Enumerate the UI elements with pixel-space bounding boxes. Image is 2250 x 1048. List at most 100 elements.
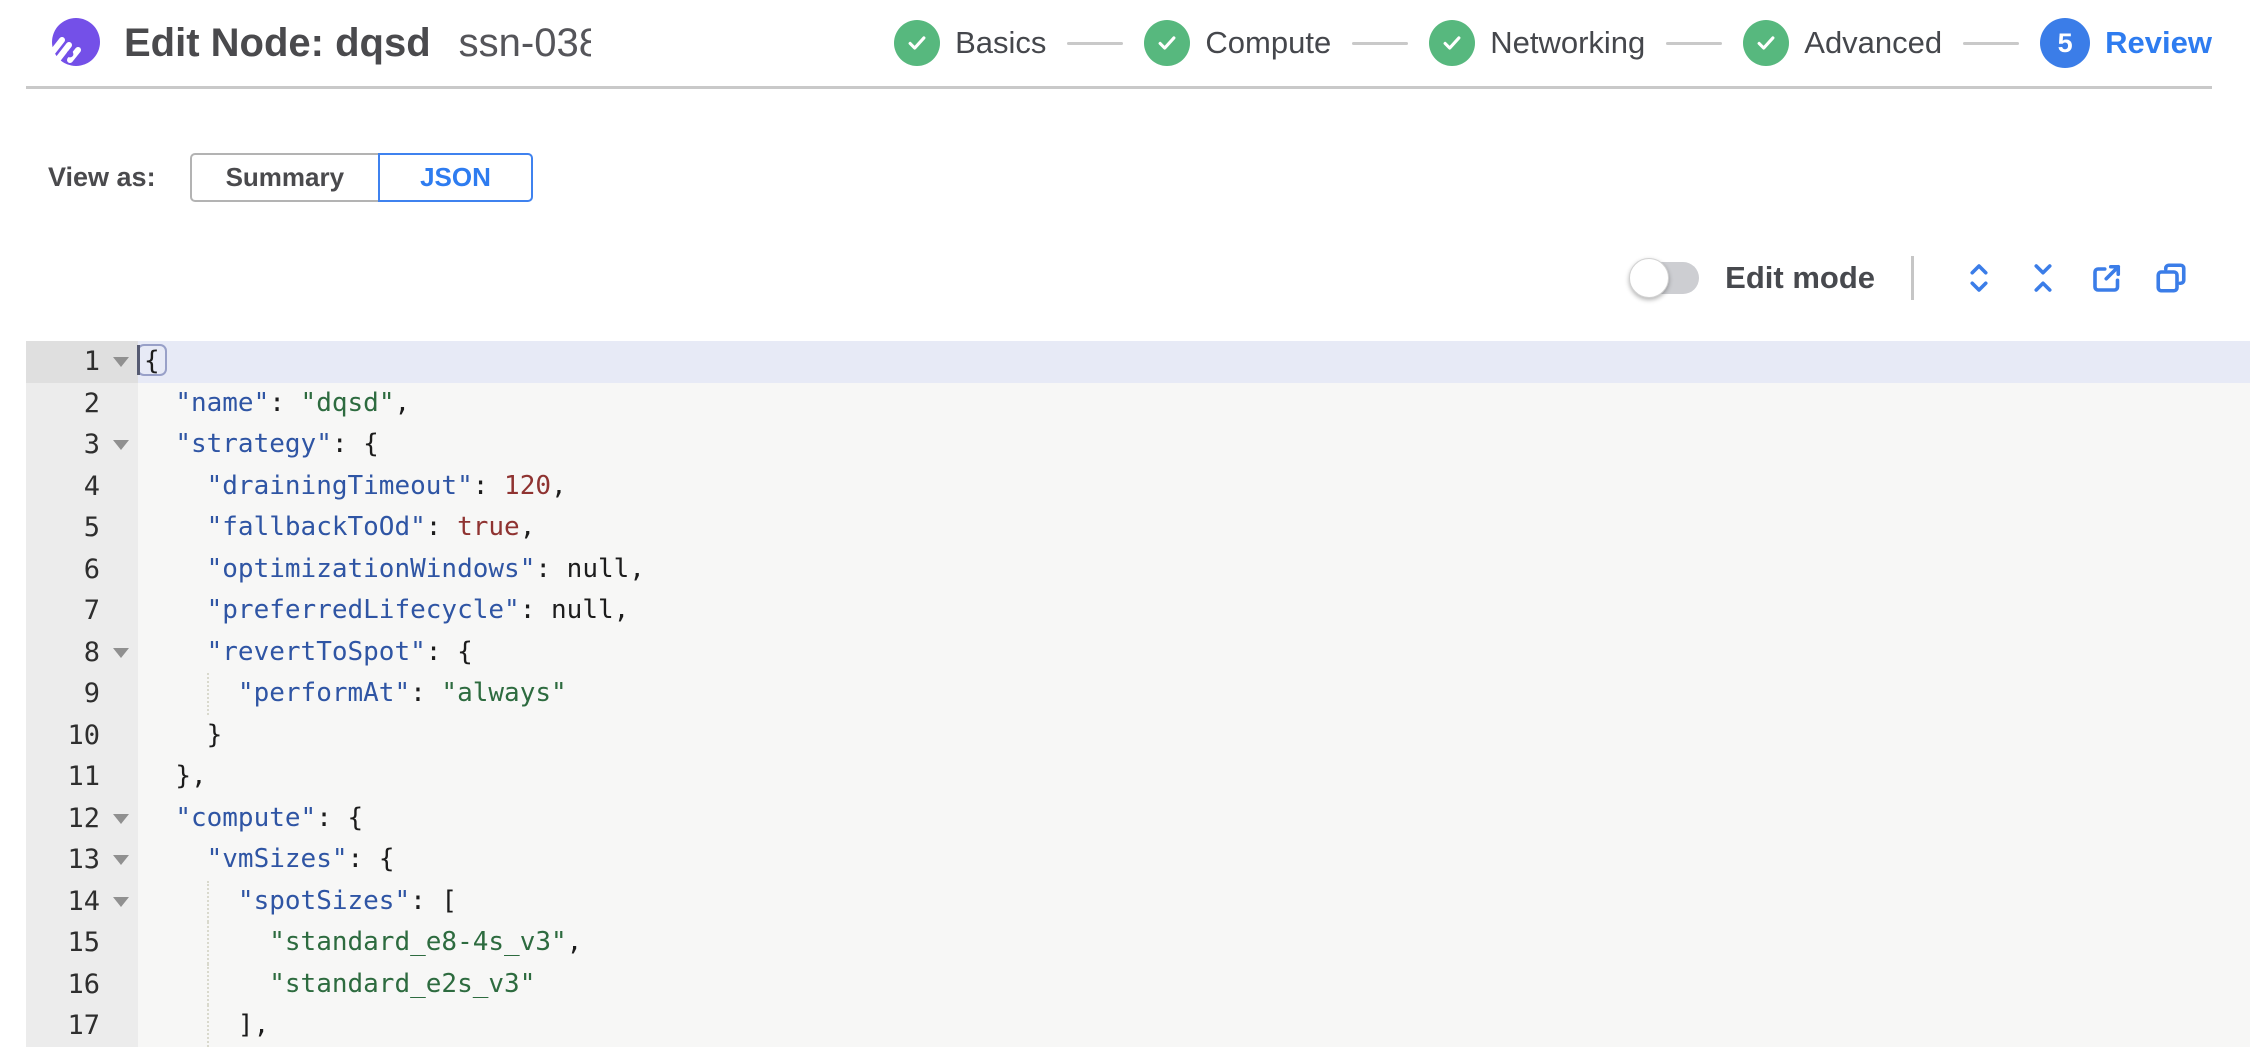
edit-mode-toggle[interactable] <box>1629 258 1700 298</box>
code-line-content[interactable]: "name": "dqsd", <box>175 387 411 418</box>
view-as-row: View as: Summary JSON <box>48 153 2250 202</box>
fold-arrow-icon[interactable] <box>113 896 129 907</box>
view-as-toggle-group: Summary JSON <box>189 153 533 202</box>
wizard-step-compute[interactable]: Compute <box>1144 20 1331 66</box>
spot-logo-icon <box>48 18 100 66</box>
step-connector <box>1067 41 1124 45</box>
line-number: 7 <box>26 590 138 632</box>
fold-arrow-icon[interactable] <box>113 647 129 658</box>
step-number-badge: 5 <box>2040 18 2091 68</box>
wizard-step-networking[interactable]: Networking <box>1429 20 1645 66</box>
code-line-content[interactable]: "vmSizes": { <box>206 844 395 874</box>
wizard-step-review[interactable]: 5 Review <box>2040 18 2212 68</box>
indent-guide <box>206 673 209 715</box>
indent-guide <box>206 963 209 1005</box>
editor-line: 4 "drainingTimeout": 120, <box>26 465 2250 507</box>
fold-arrow-icon[interactable] <box>113 357 129 367</box>
fold-arrow-icon[interactable] <box>113 855 129 865</box>
step-label: Basics <box>955 25 1047 60</box>
collapse-icon[interactable] <box>2024 259 2062 297</box>
editor-line: 11 }, <box>26 756 2250 798</box>
view-as-json-button[interactable]: JSON <box>378 153 533 202</box>
editor-line: 5 "fallbackToOd": true, <box>26 507 2250 549</box>
view-as-label: View as: <box>48 162 156 192</box>
copy-icon[interactable] <box>2152 259 2190 297</box>
line-number: 5 <box>26 507 138 549</box>
export-icon[interactable] <box>2088 259 2126 297</box>
code-line-content[interactable]: } <box>206 719 223 750</box>
step-label: Review <box>2105 25 2212 60</box>
json-editor[interactable]: 1{2 "name": "dqsd",3 "strategy": {4 "dra… <box>26 341 2250 1047</box>
line-number: 4 <box>26 465 138 507</box>
code-line-content[interactable]: "standard_e8-4s_v3", <box>138 922 2250 964</box>
editor-line: 17 ], <box>26 1005 2250 1047</box>
line-number: 12 <box>26 797 138 839</box>
wizard-step-advanced[interactable]: Advanced <box>1743 20 1942 66</box>
line-number: 8 <box>26 631 138 673</box>
line-number: 17 <box>26 1005 138 1047</box>
editor-line: 12 "compute": { <box>26 797 2250 839</box>
line-number: 14 <box>26 880 138 922</box>
code-line-content[interactable]: "performAt": "always" <box>138 673 2250 715</box>
line-number: 11 <box>26 756 138 798</box>
editor-line: 8 "revertToSpot": { <box>26 631 2250 673</box>
step-label: Compute <box>1205 25 1332 60</box>
step-connector <box>1666 41 1723 45</box>
wizard-step-basics[interactable]: Basics <box>894 20 1046 66</box>
step-connector <box>1352 41 1409 45</box>
indent-guide <box>206 922 209 964</box>
toggle-knob[interactable] <box>1629 258 1670 298</box>
line-number: 1 <box>26 341 138 383</box>
step-label: Networking <box>1490 25 1646 60</box>
line-number: 15 <box>26 922 138 964</box>
code-line-content[interactable]: "revertToSpot": { <box>206 636 473 667</box>
matched-bracket: { <box>144 346 160 376</box>
editor-line: 15 "standard_e8-4s_v3", <box>26 922 2250 964</box>
editor-line: 7 "preferredLifecycle": null, <box>26 590 2250 632</box>
indent-guide <box>206 1005 209 1047</box>
line-number: 16 <box>26 963 138 1005</box>
editor-line: 6 "optimizationWindows": null, <box>26 548 2250 590</box>
editor-line: 10 } <box>26 714 2250 756</box>
line-number: 6 <box>26 548 138 590</box>
step-check-icon <box>894 20 941 66</box>
editor-toolbar: Edit mode <box>0 252 2190 304</box>
line-number: 13 <box>26 839 138 881</box>
line-number: 9 <box>26 673 138 715</box>
code-line-content[interactable]: "fallbackToOd": true, <box>206 512 536 542</box>
code-line-content[interactable]: "spotSizes": [ <box>138 880 2250 922</box>
line-number: 10 <box>26 714 138 756</box>
step-check-icon <box>1144 20 1191 66</box>
page-title: Edit Node: dqsd <box>124 20 431 65</box>
code-line-content[interactable]: "optimizationWindows": null, <box>206 553 645 584</box>
edit-mode-label: Edit mode <box>1725 260 1875 295</box>
step-check-icon <box>1743 20 1790 66</box>
code-line-content[interactable]: ], <box>138 1005 2250 1047</box>
editor-line: 3 "strategy": { <box>26 424 2250 466</box>
code-line-content[interactable]: }, <box>175 761 207 791</box>
line-number: 2 <box>26 382 138 424</box>
step-label: Advanced <box>1804 25 1943 60</box>
editor-line: 14 "spotSizes": [ <box>26 880 2250 922</box>
fold-arrow-icon[interactable] <box>113 813 129 824</box>
editor-line: 1{ <box>26 341 2250 383</box>
fold-arrow-icon[interactable] <box>113 440 129 450</box>
code-line-content[interactable]: "strategy": { <box>175 429 379 459</box>
step-connector <box>1963 41 2020 45</box>
code-line-content[interactable]: { <box>138 341 2250 383</box>
code-line-content[interactable]: "compute": { <box>175 802 364 833</box>
editor-line: 16 "standard_e2s_v3" <box>26 963 2250 1005</box>
indent-guide <box>206 880 209 922</box>
view-as-summary-button[interactable]: Summary <box>189 153 379 202</box>
code-line-content[interactable]: "preferredLifecycle": null, <box>206 595 630 625</box>
editor-line: 13 "vmSizes": { <box>26 839 2250 881</box>
toolbar-divider <box>1911 256 1914 300</box>
code-line-content[interactable]: "drainingTimeout": 120, <box>206 470 567 501</box>
editor-line: 2 "name": "dqsd", <box>26 382 2250 424</box>
editor-line: 9 "performAt": "always" <box>26 673 2250 715</box>
step-check-icon <box>1429 20 1476 66</box>
code-line-content[interactable]: "standard_e2s_v3" <box>138 963 2250 1005</box>
line-number: 3 <box>26 424 138 466</box>
expand-icon[interactable] <box>1960 259 1998 297</box>
